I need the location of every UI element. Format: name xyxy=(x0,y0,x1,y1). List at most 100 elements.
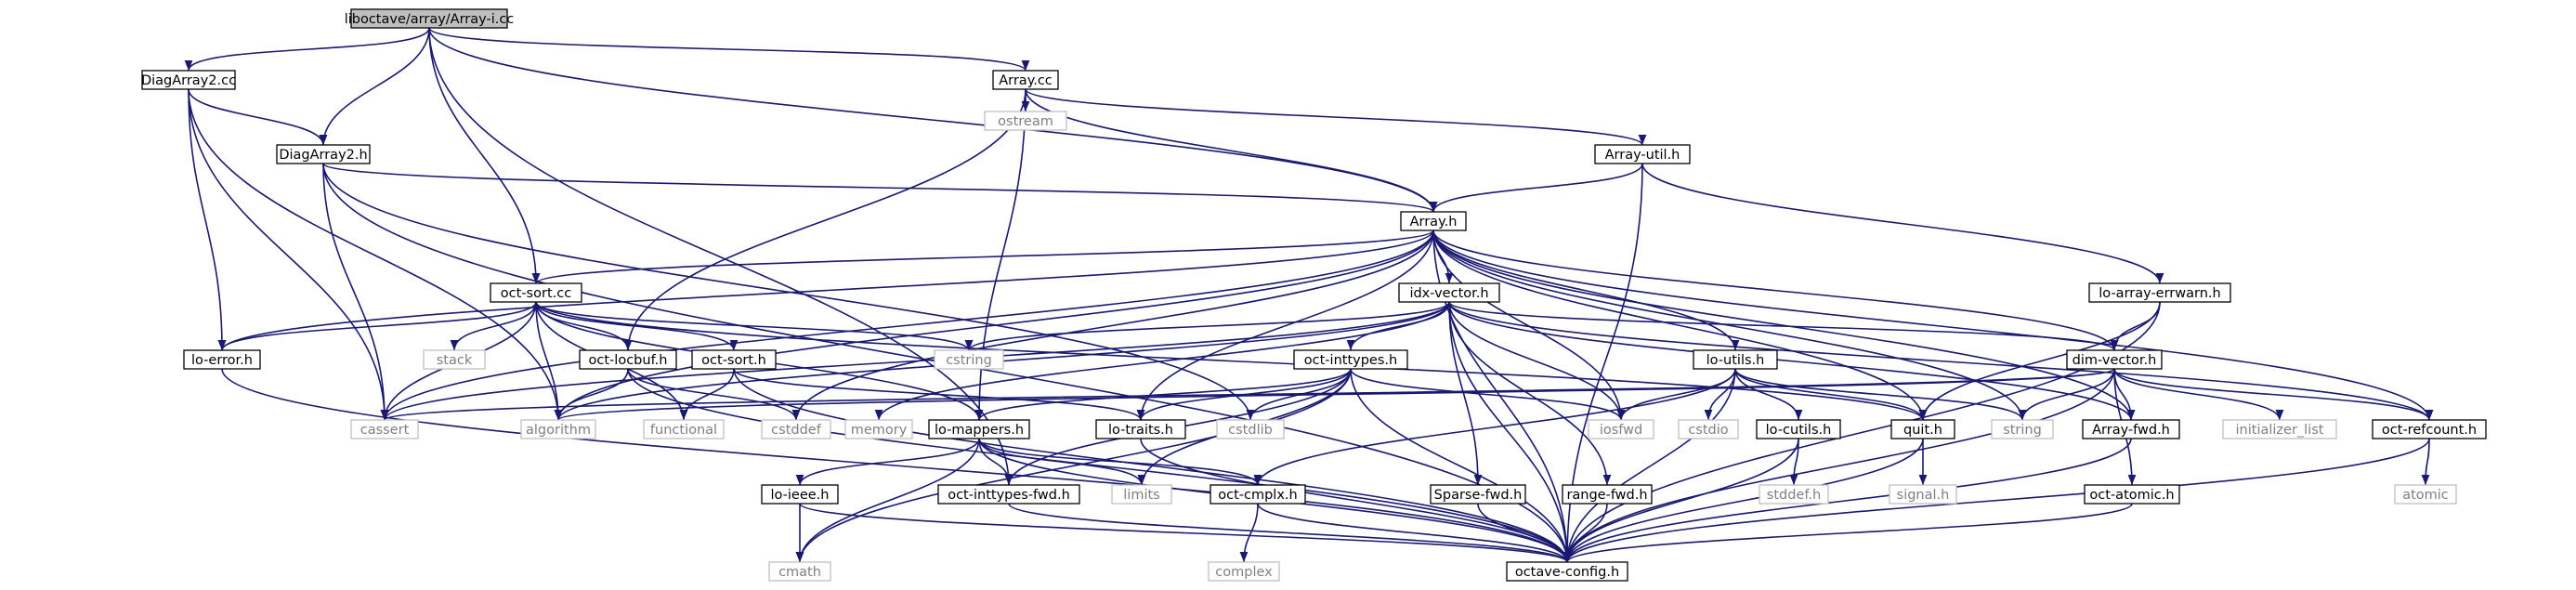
node-cassert: cassert xyxy=(350,419,419,439)
edge-octsortcc-to-quith xyxy=(535,301,1928,421)
node-diagarray2cc[interactable]: DiagArray2.cc xyxy=(141,70,236,90)
edge-idxvectorh-to-cstring xyxy=(964,301,1450,351)
edge-arrayh-to-octsortcc xyxy=(531,229,1434,284)
node-dimvectorh[interactable]: dim-vector.h xyxy=(2066,349,2163,370)
edge-arrayh-to-lotraitsh xyxy=(1136,229,1434,421)
node-label-rangefwdh: range-fwd.h xyxy=(1566,488,1647,503)
node-octlocbufh[interactable]: oct-locbuf.h xyxy=(579,349,677,370)
node-label-idxvectorh: idx-vector.h xyxy=(1409,286,1488,301)
node-label-cstring: cstring xyxy=(946,353,992,368)
node-loutilsh[interactable]: lo-utils.h xyxy=(1693,349,1778,370)
node-box-octinttypesfwdh xyxy=(937,484,1080,505)
node-functional: functional xyxy=(643,419,725,439)
edge-locutilsh-to-stddefh xyxy=(1789,438,1799,486)
edge-arrayh-to-cassert xyxy=(380,229,1434,421)
node-loarrayerrwarnh[interactable]: lo-array-errwarn.h xyxy=(2088,282,2231,303)
node-box-cassert xyxy=(350,419,419,439)
node-arraycc[interactable]: Array.cc xyxy=(992,70,1059,90)
node-arrayfwdh[interactable]: Array-fwd.h xyxy=(2082,419,2180,439)
node-box-signalh xyxy=(1889,484,1957,505)
edge-idxvectorh-to-arrayfwdh xyxy=(1448,301,2136,421)
edge-loutilsh-to-string xyxy=(1734,368,2027,421)
node-loerrorh[interactable]: lo-error.h xyxy=(183,349,261,370)
node-label-octrefcounth: oct-refcount.h xyxy=(2382,423,2477,438)
node-octsortcc[interactable]: oct-sort.cc xyxy=(490,282,582,303)
node-label-stack: stack xyxy=(437,353,473,368)
edge-arraycc-to-octlocbufh xyxy=(623,88,1026,351)
node-arrayh[interactable]: Array.h xyxy=(1400,211,1467,231)
node-label-arraycc: Array.cc xyxy=(999,73,1053,88)
edge-loutilsh-to-locutilsh xyxy=(1734,368,1803,421)
edge-root-to-diagarray2cc xyxy=(184,27,430,72)
node-box-cstdio xyxy=(1678,419,1739,439)
edge-lomappersh-to-cmath xyxy=(795,438,980,563)
node-loieeeh[interactable]: lo-ieee.h xyxy=(761,484,839,505)
edge-lomappersh-to-loieeeh xyxy=(795,438,980,486)
node-octaveconfigh[interactable]: octave-config.h xyxy=(1506,561,1628,582)
node-octsorth[interactable]: oct-sort.h xyxy=(691,349,777,370)
edge-arrayh-to-loutilsh xyxy=(1432,229,1740,351)
edge-octcmplxh-to-complex xyxy=(1239,503,1259,563)
edge-arrayh-to-string xyxy=(1432,229,2027,421)
node-cstddef: cstddef xyxy=(761,419,831,439)
node-root[interactable]: liboctave/array/Array-i.cc xyxy=(345,8,515,29)
node-box-sparsefwdh xyxy=(1430,484,1526,505)
node-arrayutilh[interactable]: Array-util.h xyxy=(1594,144,1691,164)
node-box-octatomich xyxy=(2084,484,2180,505)
edge-quith-to-octaveconfigh xyxy=(1563,438,1924,563)
node-box-cstddef xyxy=(761,419,831,439)
node-octinttypesfwdh[interactable]: oct-inttypes-fwd.h xyxy=(937,484,1080,505)
node-box-loutilsh xyxy=(1693,349,1778,370)
edge-octcmplxh-to-octaveconfigh xyxy=(1257,503,1572,563)
edge-diagarray2h-to-cstdlib xyxy=(322,163,1255,421)
edge-lomappersh-to-octinttypesfwdh xyxy=(978,438,1013,486)
node-label-octsorth: oct-sort.h xyxy=(701,353,766,368)
node-octatomich[interactable]: oct-atomic.h xyxy=(2084,484,2180,505)
node-label-octcmplxh: oct-cmplx.h xyxy=(1218,488,1297,503)
node-box-octinttypesh xyxy=(1293,349,1408,370)
node-quith[interactable]: quit.h xyxy=(1890,419,1955,439)
node-label-stddefh: stddef.h xyxy=(1767,488,1821,503)
node-label-cstdlib: cstdlib xyxy=(1228,423,1273,438)
node-label-ostream: ostream xyxy=(998,114,1053,129)
node-label-lotraitsh: lo-traits.h xyxy=(1108,423,1173,438)
node-box-dimvectorh xyxy=(2066,349,2163,370)
node-box-limits xyxy=(1111,484,1172,505)
node-label-cstdio: cstdio xyxy=(1688,423,1728,438)
node-rangefwdh[interactable]: range-fwd.h xyxy=(1562,484,1653,505)
node-box-cstdlib xyxy=(1216,419,1285,439)
node-label-signalh: signal.h xyxy=(1897,488,1950,503)
node-stack: stack xyxy=(423,349,486,370)
node-locutilsh[interactable]: lo-cutils.h xyxy=(1756,419,1841,439)
node-lomappersh[interactable]: lo-mappers.h xyxy=(928,419,1030,439)
edge-diagarray2cc-to-diagarray2h xyxy=(188,88,328,146)
node-label-initializer_list: initializer_list xyxy=(2236,423,2324,438)
node-octinttypesh[interactable]: oct-inttypes.h xyxy=(1293,349,1408,370)
edge-lomappersh-to-octcmplxh xyxy=(978,438,1262,486)
node-memory: memory xyxy=(844,419,913,439)
node-diagarray2h[interactable]: DiagArray2.h xyxy=(276,144,371,164)
node-box-complex xyxy=(1208,561,1280,582)
edge-loerrorh-to-octaveconfigh xyxy=(221,368,1572,563)
edge-idxvectorh-to-rangefwdh xyxy=(1448,301,1612,486)
node-box-iosfwd xyxy=(1588,419,1654,439)
edge-locutilsh-to-octaveconfigh xyxy=(1563,438,1799,563)
node-label-atomic: atomic xyxy=(2402,488,2449,503)
node-label-cstddef: cstddef xyxy=(771,423,822,438)
edge-dimvectorh-to-initializer_list xyxy=(2113,368,2284,421)
edge-loarrayerrwarnh-to-dimvectorh xyxy=(2110,301,2161,351)
node-ostream: ostream xyxy=(984,111,1067,131)
edge-arrayh-to-algorithm xyxy=(554,229,1434,421)
node-box-cstring xyxy=(934,349,1004,370)
node-idxvectorh[interactable]: idx-vector.h xyxy=(1398,282,1500,303)
edge-arrayh-to-arrayfwdh xyxy=(1432,229,2136,421)
node-box-stack xyxy=(423,349,486,370)
edge-octlocbufh-to-algorithm xyxy=(554,368,629,421)
node-string: string xyxy=(1991,419,2054,439)
node-sparsefwdh[interactable]: Sparse-fwd.h xyxy=(1430,484,1526,505)
node-box-algorithm xyxy=(520,419,596,439)
node-octcmplxh[interactable]: oct-cmplx.h xyxy=(1210,484,1306,505)
node-octrefcounth[interactable]: oct-refcount.h xyxy=(2372,419,2487,439)
node-box-octsorth xyxy=(691,349,777,370)
node-lotraitsh[interactable]: lo-traits.h xyxy=(1095,419,1186,439)
